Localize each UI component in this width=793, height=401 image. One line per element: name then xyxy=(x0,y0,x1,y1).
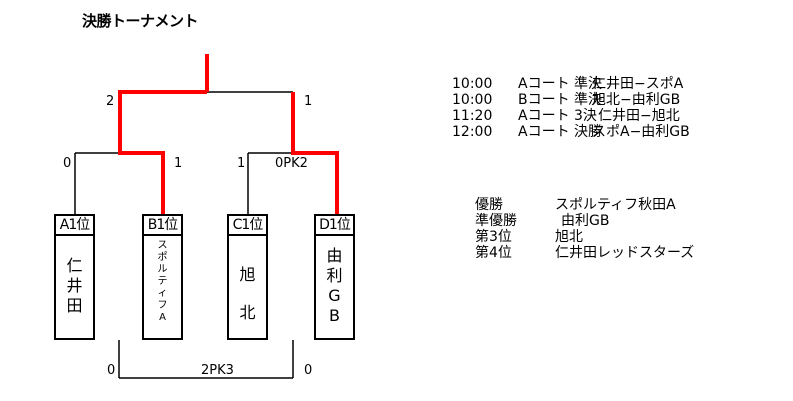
team-box-c1: C1位 旭北 xyxy=(227,214,268,340)
standing-row: 第4位 仁井田レッドスターズ xyxy=(475,245,695,261)
page-title: 決勝トーナメント xyxy=(82,12,199,30)
team-seed: A1位 xyxy=(56,216,93,236)
team-seed: B1位 xyxy=(144,216,181,236)
winner-path-right xyxy=(291,92,339,214)
match-schedule: 10:00 Aコート 準決 仁井田−スポA 10:00 Bコート 準決 旭北−由… xyxy=(452,76,772,140)
team-seed: C1位 xyxy=(229,216,266,236)
standing-row: 第3位 旭北 xyxy=(475,229,583,245)
standing-row: 優勝 スポルティフ秋田A xyxy=(475,197,676,213)
score-third-left: 0 xyxy=(107,363,116,378)
schedule-row: 10:00 Bコート 準決 旭北−由利GB xyxy=(452,92,681,108)
score-final-left: 2 xyxy=(106,94,115,109)
standing-row: 準優勝 由利GB xyxy=(475,213,610,229)
score-semi1-right: 1 xyxy=(174,156,183,171)
team-seed: D1位 xyxy=(316,216,353,236)
schedule-row: 10:00 Aコート 準決 仁井田−スポA xyxy=(452,76,684,92)
score-semi1-left: 0 xyxy=(63,156,72,171)
schedule-row: 12:00 Aコート 決勝 スポA−由利GB xyxy=(452,124,690,140)
score-third-mid: 2PK3 xyxy=(201,363,234,378)
score-semi2-right: 0PK2 xyxy=(275,156,308,171)
schedule-row: 11:20 Aコート 3決 仁井田−旭北 xyxy=(452,108,680,124)
score-third-right: 0 xyxy=(304,363,313,378)
score-final-right: 1 xyxy=(304,94,313,109)
team-name: 仁井田 xyxy=(66,256,83,315)
team-box-a1: A1位 仁井田 xyxy=(54,214,95,340)
final-standings: 優勝 スポルティフ秋田A 準優勝 由利GB 第3位 旭北 第4位 仁井田レッドス… xyxy=(475,197,755,261)
score-semi2-left: 1 xyxy=(237,156,246,171)
team-name: 旭北 xyxy=(239,265,256,322)
winner-path-left xyxy=(118,90,207,214)
